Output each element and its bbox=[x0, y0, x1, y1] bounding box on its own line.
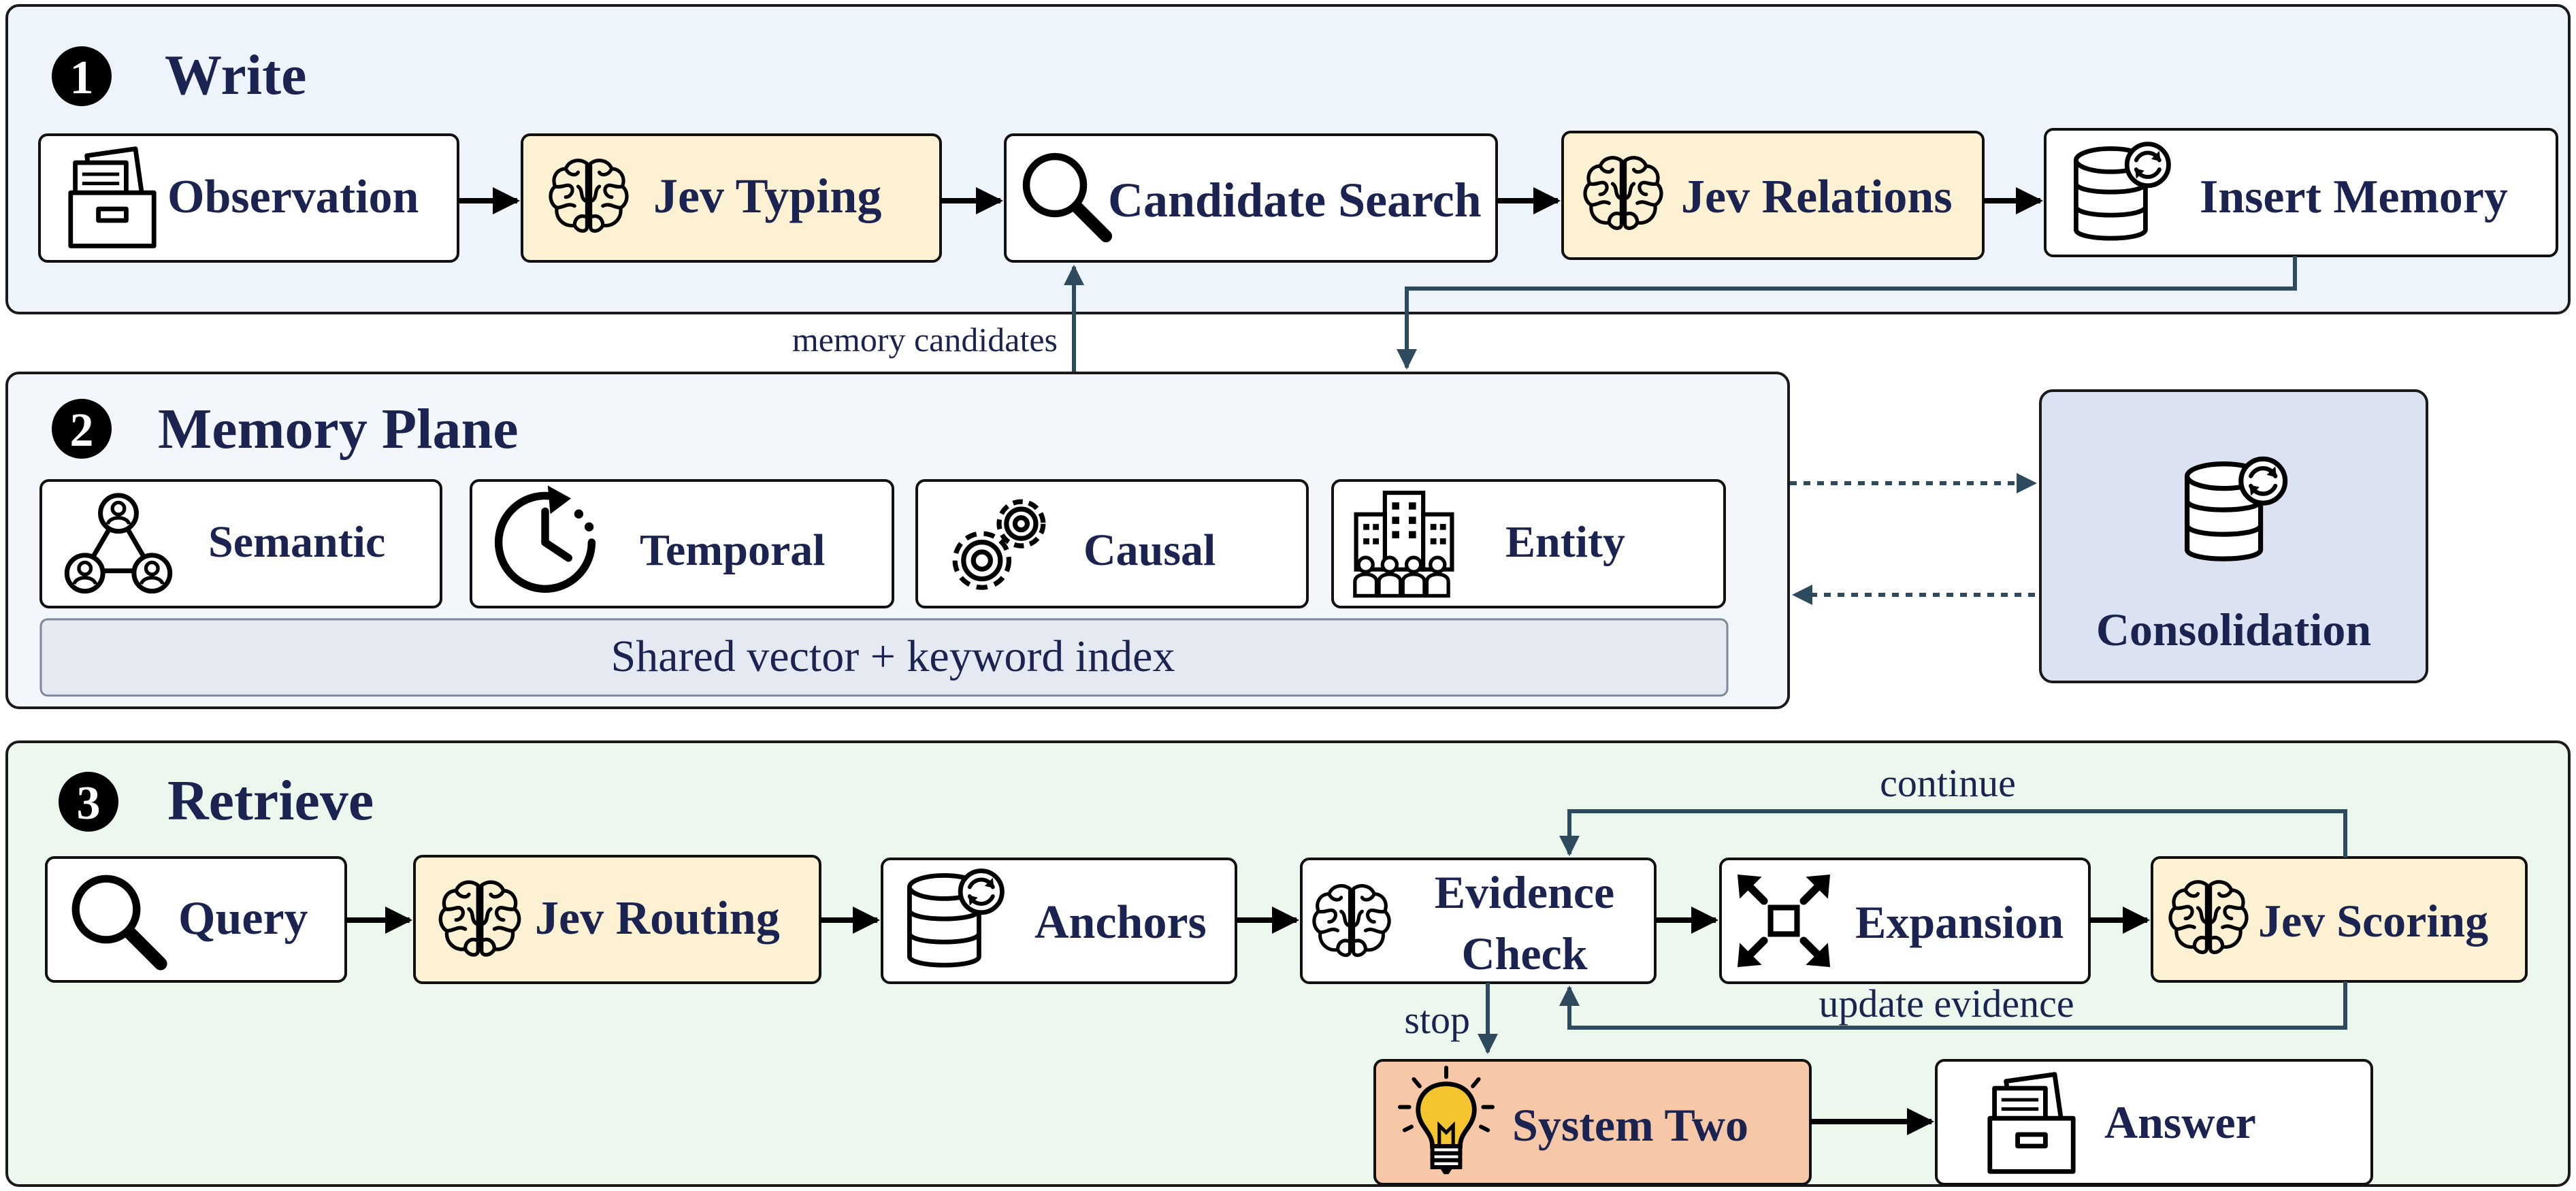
answer-step: Answer bbox=[1935, 1059, 2373, 1186]
memory-plane-number-badge bbox=[52, 399, 112, 459]
anchors-step: Anchors bbox=[881, 858, 1237, 984]
retrieve-number: 3 bbox=[77, 777, 101, 830]
candidate-search-label: Candidate Search bbox=[1108, 173, 1482, 227]
evidence-check-label-line2: Check bbox=[1461, 928, 1587, 979]
jev-typing-label: Jev Typing bbox=[653, 169, 881, 223]
write-title: Write bbox=[165, 44, 306, 107]
temporal-label: Temporal bbox=[640, 525, 826, 575]
expansion-step: Expansion bbox=[1719, 858, 2091, 984]
update-evidence-label: update evidence bbox=[1819, 981, 2074, 1026]
retrieve-panel-background bbox=[5, 740, 2571, 1187]
jev-typing-step: Jev Typing bbox=[521, 133, 942, 263]
jev-scoring-step: Jev Scoring bbox=[2151, 856, 2528, 983]
insert-memory-step: Insert Memory bbox=[2044, 128, 2558, 257]
memory-plane-number: 2 bbox=[70, 404, 94, 457]
retrieve-panel: 3 Retrieve Query Jev Routing Anchors Evi… bbox=[5, 740, 2571, 1187]
causal-store: Causal bbox=[915, 479, 1309, 608]
jev-relations-label: Jev Relations bbox=[1681, 171, 1953, 223]
expansion-label: Expansion bbox=[1855, 896, 2064, 948]
insert-memory-label: Insert Memory bbox=[2200, 171, 2508, 223]
continue-label: continue bbox=[1880, 761, 2016, 805]
stop-label: stop bbox=[1404, 998, 1470, 1042]
entity-store: Entity bbox=[1331, 479, 1726, 608]
observation-label: Observation bbox=[167, 171, 419, 223]
memory-plane-title: Memory Plane bbox=[158, 397, 518, 461]
query-step: Query bbox=[45, 856, 347, 983]
causal-label: Causal bbox=[1083, 525, 1216, 575]
arrow-update-evidence-loop bbox=[1559, 981, 2347, 1030]
temporal-store: Temporal bbox=[470, 479, 894, 608]
evidence-check-step: Evidence Check bbox=[1300, 858, 1657, 984]
candidate-search-step: Candidate Search bbox=[1004, 133, 1498, 263]
consolidation-box: Consolidation bbox=[2039, 389, 2428, 683]
jev-routing-label: Jev Routing bbox=[535, 892, 780, 945]
jev-routing-step: Jev Routing bbox=[413, 855, 821, 984]
write-number: 1 bbox=[70, 52, 94, 104]
evidence-check-label-line1: Evidence bbox=[1435, 866, 1614, 918]
consolidation-label: Consolidation bbox=[2096, 604, 2371, 655]
retrieve-title: Retrieve bbox=[167, 769, 374, 832]
arrow-continue-loop bbox=[1559, 809, 2347, 858]
anchors-label: Anchors bbox=[1034, 896, 1207, 949]
shared-index-bar bbox=[39, 618, 1729, 697]
observation-step: Observation bbox=[38, 133, 459, 263]
memory-plane-panel: 2 Memory Plane Semantic Temporal Causal … bbox=[5, 372, 1790, 709]
query-label: Query bbox=[178, 892, 308, 945]
retrieve-number-badge bbox=[59, 772, 118, 832]
system-two-label: System Two bbox=[1512, 1099, 1748, 1151]
jev-scoring-label: Jev Scoring bbox=[2258, 895, 2488, 947]
entity-label: Entity bbox=[1505, 517, 1625, 567]
system-two-step: System Two bbox=[1373, 1059, 1812, 1186]
write-number-badge bbox=[52, 46, 112, 106]
shared-index-label: Shared vector + keyword index bbox=[611, 632, 1175, 681]
write-panel: 1 Write Observation Jev Typing Candidate… bbox=[5, 4, 2571, 314]
jev-relations-step: Jev Relations bbox=[1561, 131, 1985, 260]
semantic-label: Semantic bbox=[208, 517, 385, 567]
answer-label: Answer bbox=[2104, 1096, 2256, 1148]
arrow-insert-to-memory-plane bbox=[1397, 256, 2297, 370]
semantic-store: Semantic bbox=[39, 479, 442, 608]
memory-candidates-label: memory candidates bbox=[792, 321, 1058, 359]
